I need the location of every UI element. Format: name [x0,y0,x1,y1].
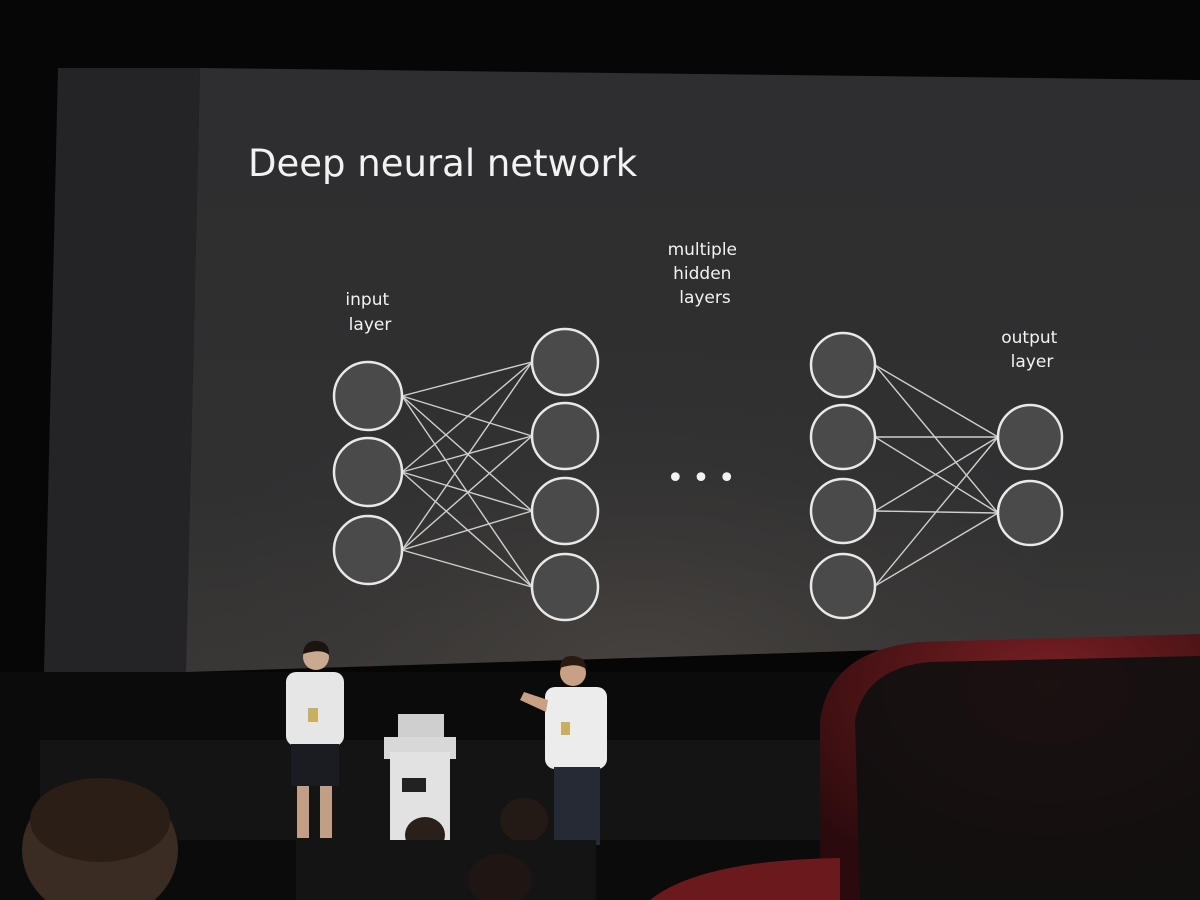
audience-head-left-hair [30,778,170,862]
presenter-right [520,655,607,845]
input-to-hidden-edge-0-1 [401,395,533,437]
last-hidden-node-1 [809,331,877,399]
input-node-1 [332,360,404,432]
hidden-layers-label: multiple hidden layers [668,240,743,308]
input-to-hidden-edge-1-3 [401,471,533,588]
hidden-to-output-edge-3-1 [874,512,999,587]
seat-inner [855,656,1200,900]
last-hidden-node-4 [809,552,877,620]
slide-title: Deep neural network [248,142,638,185]
hidden-to-output-edge-3-0 [874,436,999,587]
presenter-right-jeans [554,767,600,845]
audience-head-mid-2 [500,798,548,842]
input-to-hidden-edge-2-1 [401,435,533,551]
hidden-to-output-edge-0-1 [874,364,999,514]
hidden-layers-ellipsis: ••• [666,461,743,496]
last-hidden-node-3 [809,477,877,545]
output-node-2 [996,479,1064,547]
presenter-right-shirt [545,687,607,769]
presenter-left-badge [308,708,318,722]
hidden-to-output-edge-2-0 [874,436,999,512]
first-hidden-node-2 [530,401,600,471]
first-hidden-node-4 [530,552,600,622]
presenter-right-arm [520,692,548,712]
input-label-line-2: layer [349,315,392,335]
hidden-to-output-edge-1-1 [874,436,999,514]
hidden-label-line-1: multiple [668,240,737,260]
cinema-seat [650,634,1200,900]
presenter-left-leg-2 [320,786,332,838]
hidden-label-line-2: hidden [673,264,731,284]
input-node-3 [332,514,404,586]
output-label-line-2: layer [1011,352,1054,372]
output-node-1 [996,403,1064,471]
output-label-line-1: output [1001,328,1057,348]
input-layer-label: input layer [345,290,394,335]
podium-logo [402,778,426,792]
first-hidden-node-1 [530,327,600,397]
output-layer-label: output layer [1001,328,1062,372]
input-label-line-1: input [345,290,389,310]
screen-left-panel [44,68,200,672]
input-to-hidden-edge-2-0 [401,361,533,551]
slide: Deep neural network input layer multiple… [248,142,1064,622]
presenter-right-badge [561,722,570,735]
input-to-hidden-edge-1-2 [401,471,533,512]
presenter-left [286,640,344,838]
seat-armrest [650,858,840,900]
input-to-hidden-edge-2-2 [401,510,533,551]
audience-head-mid-3 [468,854,532,900]
hidden-to-output-edge-0-0 [874,364,999,438]
screen-spotlight [186,68,1200,672]
front-seat-row [296,840,596,900]
network-connections [401,361,999,588]
laptop [398,714,444,740]
presenter-left-shorts [291,744,339,786]
input-to-hidden-edge-0-0 [401,361,533,397]
hidden-label-line-3: layers [679,288,731,308]
presenter-right-head [560,660,586,686]
input-to-hidden-edge-2-3 [401,549,533,588]
input-node-2 [332,436,404,508]
presenter-left-hair [303,640,330,655]
last-hidden-node-2 [809,403,877,471]
network-nodes [332,327,1064,622]
input-to-hidden-edge-1-0 [401,361,533,473]
presenter-left-leg-1 [297,786,309,838]
presenter-right-hair [560,655,586,669]
first-hidden-node-3 [530,476,600,546]
audience [22,778,596,900]
input-to-hidden-edge-1-1 [401,435,533,473]
projection-screen [44,68,1200,672]
